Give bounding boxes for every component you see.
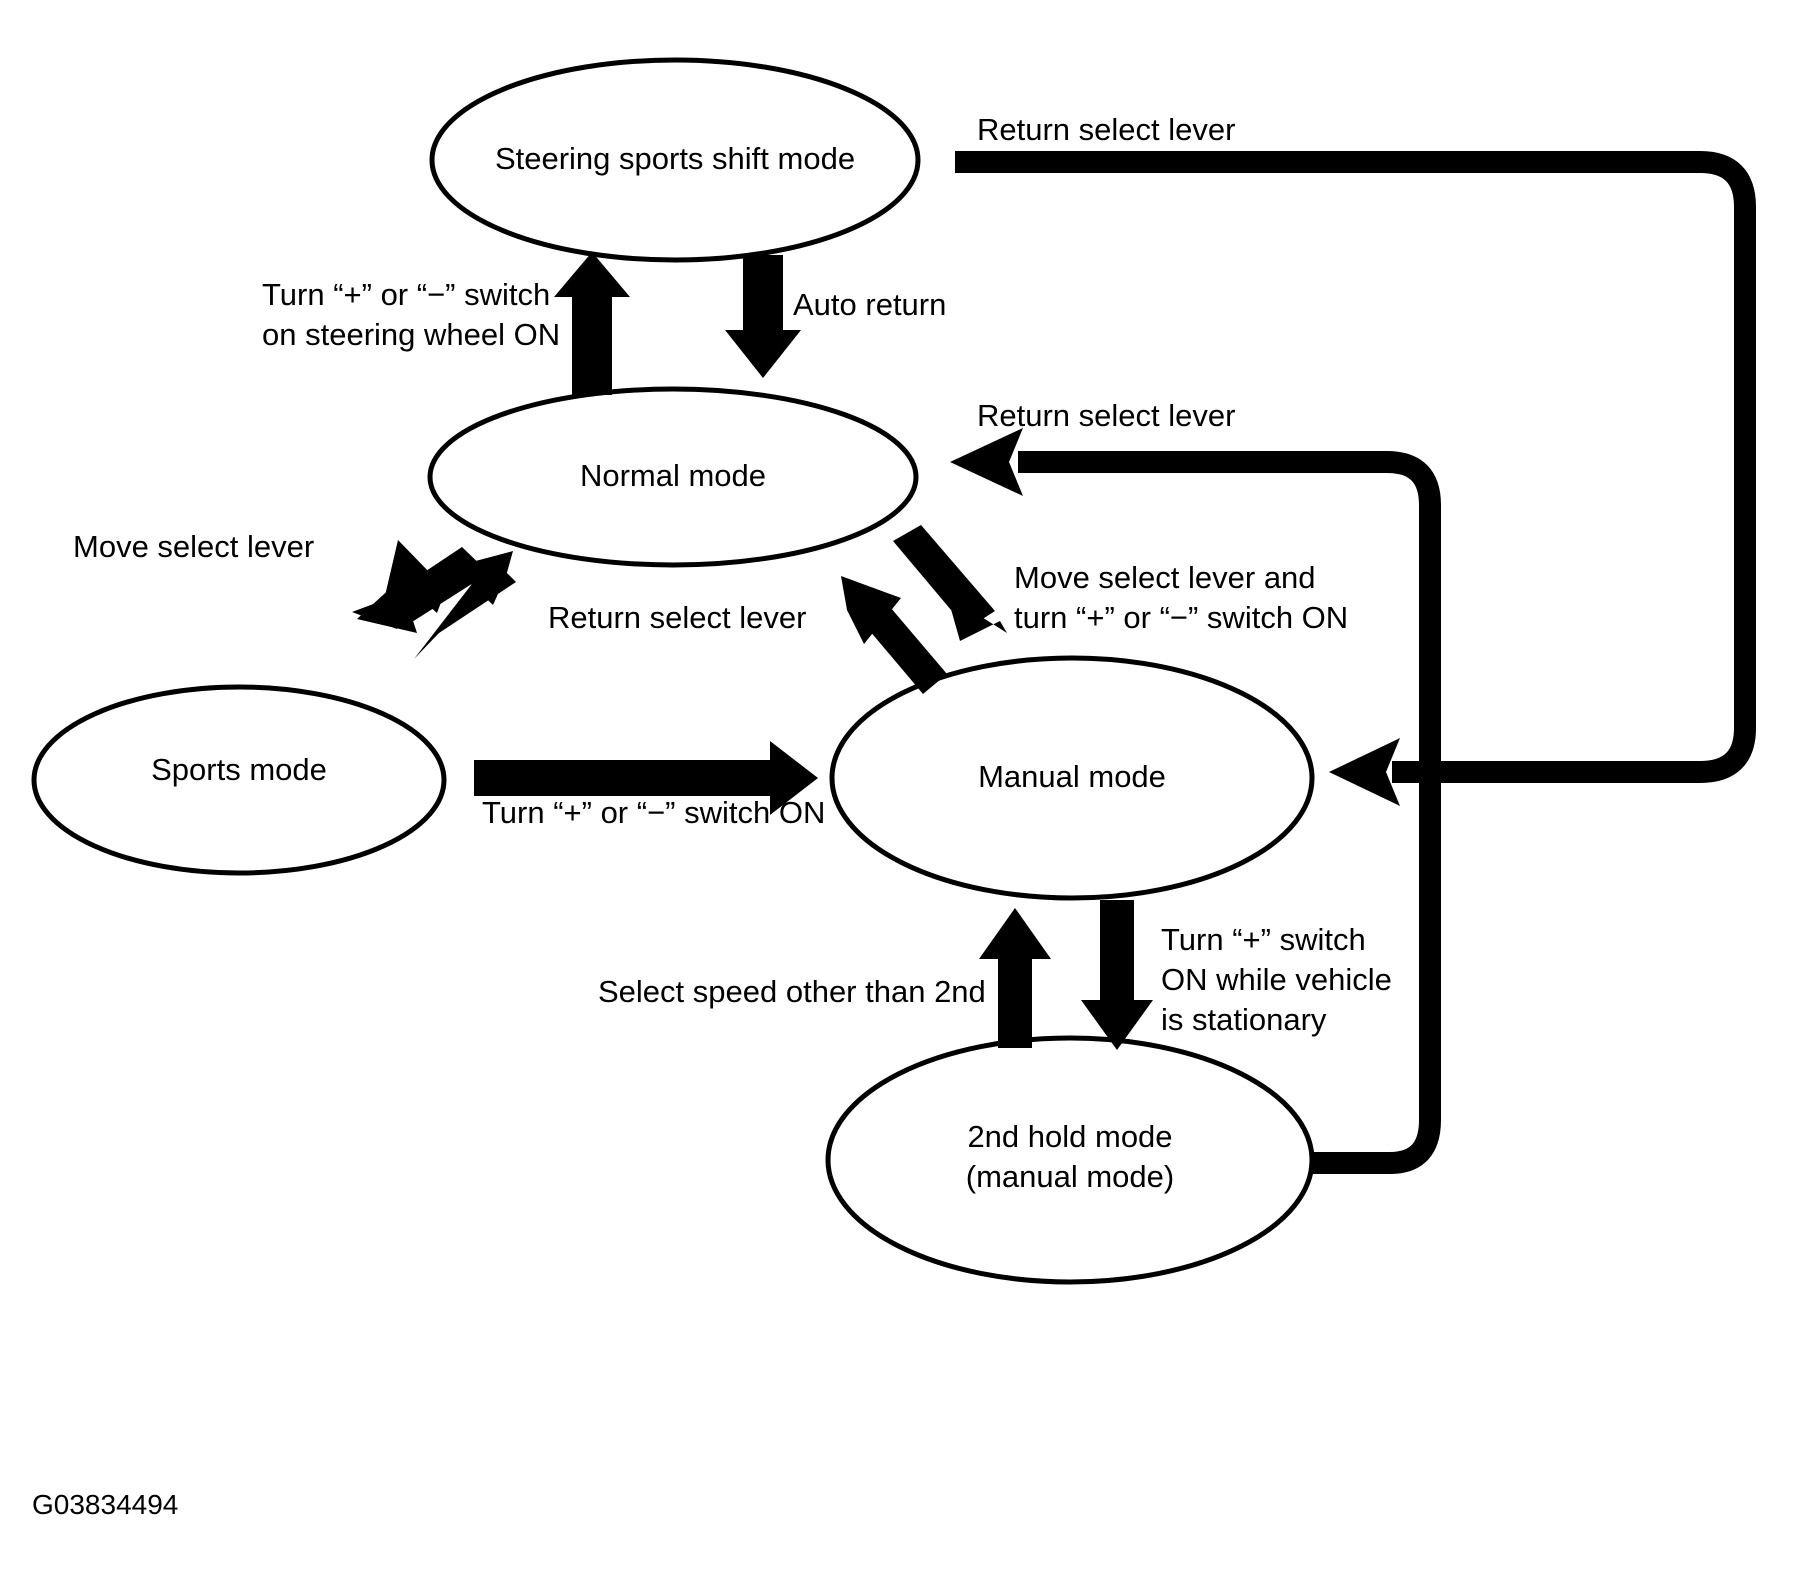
arrow-normal-to-manual-shaft [893, 525, 995, 629]
node-ellipse-manual-mode[interactable] [829, 655, 1315, 901]
arrow-manual-to-2nd-hold [1081, 900, 1153, 1050]
arrow-steering-sports-shift-to-normal [725, 255, 801, 378]
node-ellipse-steering-sports-shift-mode[interactable] [429, 57, 921, 263]
arrow-normal-to-steering-sports-shift [554, 252, 630, 395]
node-ellipse-2nd-hold-mode[interactable] [825, 1035, 1315, 1285]
arrowhead-into-normal-right [950, 428, 1023, 496]
node-ellipse-normal-mode[interactable] [427, 386, 919, 568]
arrowhead-into-manual-right [1329, 738, 1400, 806]
edge-label-return-select-lever-sports: Return select lever [548, 600, 807, 635]
edge-label-move-select-lever: Move select lever [73, 529, 315, 564]
arrow-manual-to-normal-head [841, 576, 901, 644]
arrow-sports-to-manual [474, 741, 818, 815]
edge-label-return-select-lever-top: Return select lever [977, 112, 1236, 147]
routed-edge-2nd-hold-to-normal [950, 428, 1441, 1174]
arrow-2nd-hold-to-manual [979, 908, 1051, 1048]
edge-label-turn-switch-steering-wheel: Turn “+” or “−” switch on steering wheel… [262, 277, 561, 352]
edge-label-auto-return: Auto return [793, 287, 947, 322]
arrow-normal-to-manual-head [947, 595, 1007, 641]
edge-label-move-select-lever-and-switch: Move select lever and turn “+” or “−” sw… [1014, 560, 1349, 635]
edge-label-select-speed-other-than-2nd: Select speed other than 2nd [598, 974, 986, 1009]
edge-label-turn-plus-switch-stationary: Turn “+” switch ON while vehicle is stat… [1161, 922, 1392, 1037]
edge-label-turn-switch-on: Turn “+” or “−” switch ON [482, 795, 826, 830]
arrow-normal-to-sports-head [357, 583, 417, 633]
node-ellipse-sports-mode[interactable] [31, 684, 447, 876]
edge-label-return-select-lever-normal: Return select lever [977, 398, 1236, 433]
routed-edge-steering-sports-shift-to-manual [955, 151, 1756, 806]
arrow-sports-to-normal-head [453, 551, 513, 605]
figure-code: G03834494 [32, 1489, 179, 1520]
